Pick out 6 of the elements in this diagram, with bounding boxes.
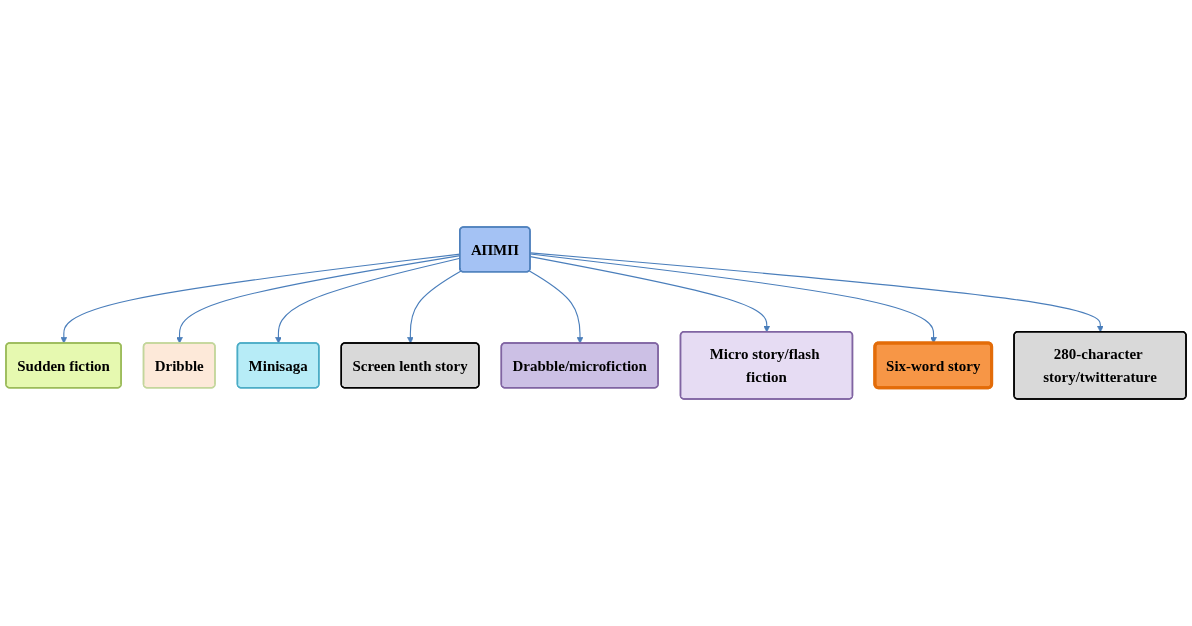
arrow — [176, 255, 461, 344]
arrow — [60, 253, 461, 344]
arrow — [529, 253, 937, 344]
arrow — [275, 257, 461, 344]
arrow — [528, 270, 584, 344]
arrow — [407, 270, 462, 344]
